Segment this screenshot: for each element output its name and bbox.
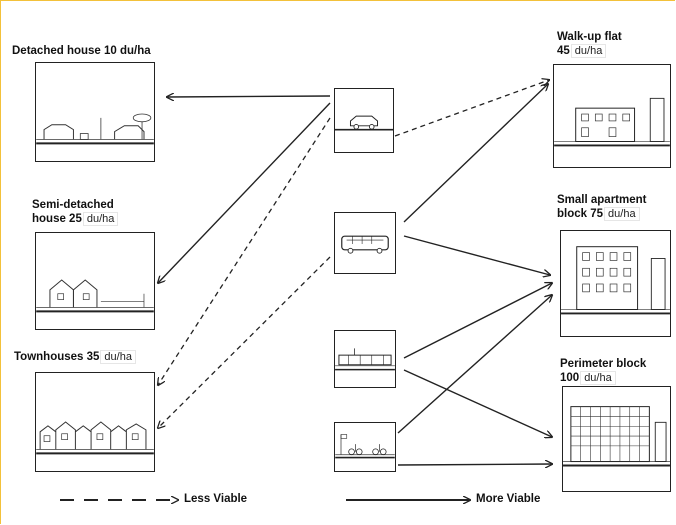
legend-less-viable-label: Less Viable bbox=[184, 493, 248, 505]
arrow-walk-small-apartment bbox=[397, 295, 552, 434]
arrow-tram-perimeter bbox=[403, 369, 552, 437]
arrow-car-semi bbox=[158, 102, 331, 283]
tram-icon bbox=[334, 330, 396, 388]
walkup-flat-sketch bbox=[553, 64, 671, 168]
arrow-bus-walkup bbox=[403, 84, 548, 223]
small-apartment-sketch bbox=[560, 230, 671, 337]
walking-cycling-icon bbox=[334, 422, 396, 472]
arrow-car-detached bbox=[167, 96, 331, 97]
arrow-tram-small-apartment bbox=[403, 283, 552, 359]
arrow-bus-townhouses-dashed bbox=[158, 256, 331, 428]
car-icon bbox=[334, 88, 394, 153]
arrow-bus-small-apartment bbox=[403, 235, 550, 275]
townhouses-sketch bbox=[35, 372, 155, 472]
semi-detached-sketch bbox=[35, 232, 155, 330]
arrow-car-townhouses-dashed bbox=[158, 117, 331, 385]
perimeter-block-sketch bbox=[562, 386, 671, 492]
detached-house-label: Detached house 10 du/ha bbox=[12, 45, 151, 57]
bus-icon bbox=[334, 212, 396, 274]
legend-more-viable-label: More Viable bbox=[476, 493, 541, 505]
arrow-car-walkup-dashed bbox=[394, 80, 549, 137]
arrow-walk-perimeter bbox=[397, 464, 552, 465]
detached-house-sketch bbox=[35, 62, 155, 162]
